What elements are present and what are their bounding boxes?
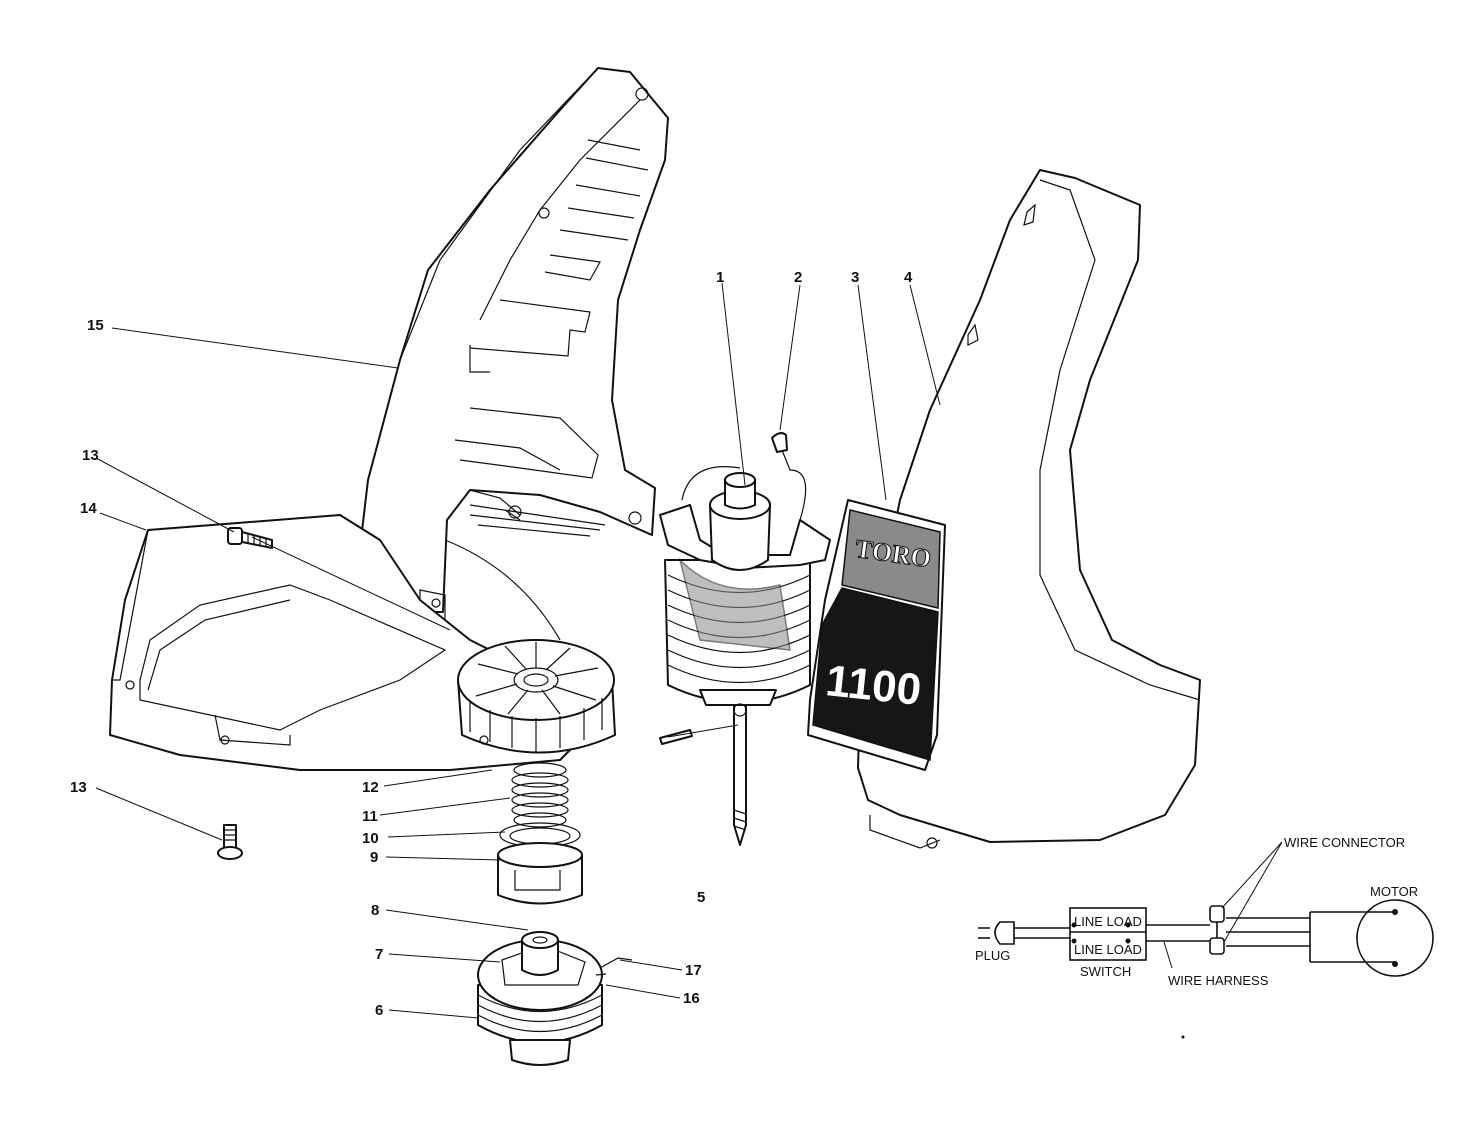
motor-icon bbox=[1356, 899, 1434, 977]
callout-10: 10 bbox=[362, 830, 379, 847]
plug-label: PLUG bbox=[975, 948, 1010, 963]
callout-5: 5 bbox=[697, 889, 705, 906]
callout-13-upper: 13 bbox=[82, 447, 99, 464]
callout-13-lower: 13 bbox=[70, 779, 87, 796]
motor-part bbox=[659, 444, 831, 846]
spring-part bbox=[511, 762, 569, 828]
lower-housing-part bbox=[857, 169, 1201, 849]
callout-labels: 1 2 3 4 5 6 7 8 9 10 11 12 13 13 14 15 1… bbox=[70, 269, 913, 1019]
wire-nut-part bbox=[771, 432, 788, 453]
callout-17: 17 bbox=[685, 962, 702, 979]
callout-7: 7 bbox=[375, 946, 383, 963]
callout-1: 1 bbox=[716, 269, 724, 286]
callout-15: 15 bbox=[87, 317, 104, 334]
leader-lines bbox=[95, 282, 941, 1019]
callout-16: 16 bbox=[683, 990, 700, 1007]
callout-3: 3 bbox=[851, 269, 859, 286]
wiring-schematic: PLUG LINE LOAD LINE LOAD SWITCH bbox=[975, 835, 1434, 1039]
decal-part: TORO 1100 bbox=[807, 499, 946, 771]
switch-row2-label: LINE LOAD bbox=[1074, 942, 1142, 957]
callout-14: 14 bbox=[80, 500, 97, 517]
screw-lower-part bbox=[217, 824, 243, 860]
fan-part bbox=[457, 639, 616, 754]
switch-label: SWITCH bbox=[1080, 964, 1131, 979]
callout-2: 2 bbox=[794, 269, 802, 286]
callout-12: 12 bbox=[362, 779, 379, 796]
switch-row1-label: LINE LOAD bbox=[1074, 914, 1142, 929]
plug-icon bbox=[978, 921, 1015, 945]
callout-11: 11 bbox=[362, 808, 378, 825]
wire-connector-label: WIRE CONNECTOR bbox=[1284, 835, 1405, 850]
spool-part bbox=[477, 931, 633, 1066]
spool-cap-part bbox=[497, 842, 583, 905]
callout-9: 9 bbox=[370, 849, 378, 866]
callout-6: 6 bbox=[375, 1002, 383, 1019]
decal-model-text: 1100 bbox=[823, 656, 923, 715]
connector-icon bbox=[1209, 905, 1225, 955]
decal-brand-text: TORO bbox=[853, 534, 932, 573]
wire-harness-label: WIRE HARNESS bbox=[1168, 973, 1269, 988]
motor-label: MOTOR bbox=[1370, 884, 1418, 899]
screw-upper-part bbox=[227, 527, 273, 549]
switch-icon bbox=[1069, 907, 1147, 961]
callout-4: 4 bbox=[904, 269, 913, 286]
drive-pin-part bbox=[659, 729, 693, 745]
handle-housing-part bbox=[352, 67, 669, 621]
callout-8: 8 bbox=[371, 902, 379, 919]
